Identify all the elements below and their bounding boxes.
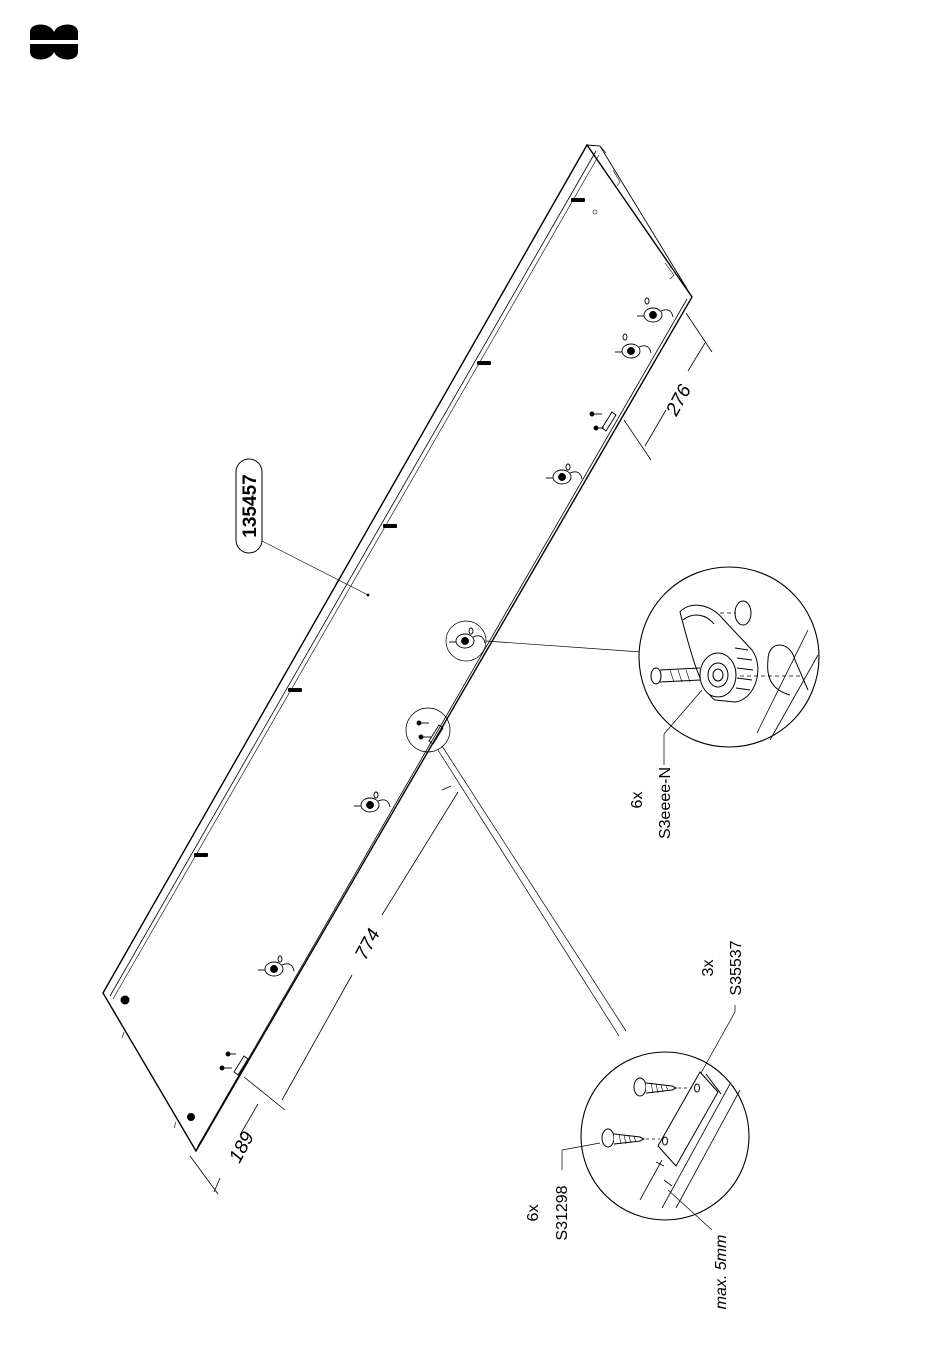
dowel (477, 361, 491, 365)
bracket-code: S35537 (728, 940, 745, 995)
cam-lock (637, 298, 673, 322)
mounting-plate (220, 1052, 248, 1075)
bracket-qty: 3x (700, 960, 717, 977)
cam-qty: 6x (629, 792, 646, 809)
cam-lock (354, 792, 390, 812)
part-number-badge: 135457 (236, 459, 369, 596)
cam-lock (615, 334, 651, 358)
max-depth-note: max. 5mm (713, 1235, 730, 1310)
step-8-icon (30, 25, 78, 60)
leader-plate-2 (442, 746, 626, 1031)
cam-lock (258, 956, 294, 976)
cam-lock (449, 628, 485, 648)
plate-group (220, 412, 616, 1075)
dowel (571, 198, 585, 202)
dimension-774: 774 (351, 925, 384, 963)
dimension-189: 189 (225, 1128, 259, 1166)
screw-qty: 6x (525, 1205, 542, 1222)
part-number: 135457 (240, 474, 261, 537)
dowel (383, 524, 397, 528)
dimension-276: 276 (662, 381, 696, 420)
cam-lock (546, 464, 582, 484)
dowel (288, 688, 302, 692)
cam-code: S3eeee-N (657, 767, 674, 839)
callout-ring-plate (406, 708, 450, 752)
cam-detail-view: 6x S3eeee-N (629, 567, 819, 839)
plate-detail-view: 3x S35537 6x S31298 max. 5mm (525, 940, 749, 1309)
cam-lock-group (258, 298, 673, 976)
screw-code: S31298 (554, 1185, 571, 1240)
panel (103, 145, 692, 1151)
leader-plate-1 (438, 750, 619, 1036)
leader-cam (486, 641, 641, 652)
dowel (194, 853, 208, 857)
